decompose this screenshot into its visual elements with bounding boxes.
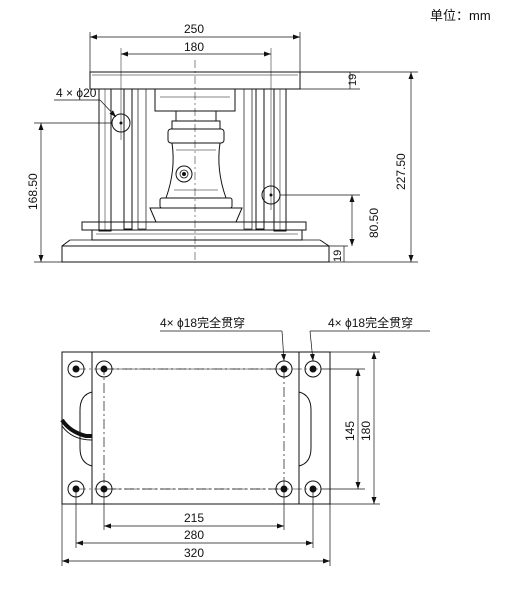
right-side-lug — [298, 391, 312, 467]
lower-mount — [149, 207, 243, 223]
front-view — [61, 48, 330, 263]
dim-250: 250 — [184, 22, 204, 36]
dim-80-50: 80.50 — [367, 208, 381, 238]
sensor-neck — [175, 110, 217, 122]
dim-145: 145 — [343, 421, 357, 441]
mounting-centerline-rect — [103, 368, 285, 490]
left-side-lug — [79, 391, 93, 467]
dim-180: 180 — [184, 40, 204, 54]
dim-19-top: 19 — [347, 74, 359, 86]
hole-callout-front: 4 × ϕ20 — [56, 86, 97, 100]
hole-callout-plan-right: 4× ϕ18完全贯穿 — [328, 315, 413, 330]
plan-view — [60, 351, 331, 505]
cable-connector — [175, 165, 193, 183]
left-guide-rod — [123, 88, 133, 230]
cable — [60, 418, 92, 438]
dim-168-50: 168.50 — [26, 173, 40, 210]
plan-holes — [67, 360, 322, 498]
dim-19-bottom: 19 — [332, 250, 344, 262]
base-upper-ring — [81, 221, 307, 231]
dim-320: 320 — [184, 546, 204, 560]
right-guide-rod — [255, 88, 265, 230]
dim-215: 215 — [184, 511, 204, 525]
hole-callout-plan-left: 4× ϕ18完全贯穿 — [160, 315, 245, 330]
dim-227-50: 227.50 — [394, 153, 408, 190]
base-plate — [61, 245, 330, 263]
dim-180-plan: 180 — [359, 421, 373, 441]
unit-label: 单位：mm — [430, 8, 491, 23]
plan-base-plate — [61, 351, 331, 505]
dim-280: 280 — [184, 528, 204, 542]
front-dimensions — [34, 32, 418, 263]
plan-dimensions — [61, 330, 430, 566]
